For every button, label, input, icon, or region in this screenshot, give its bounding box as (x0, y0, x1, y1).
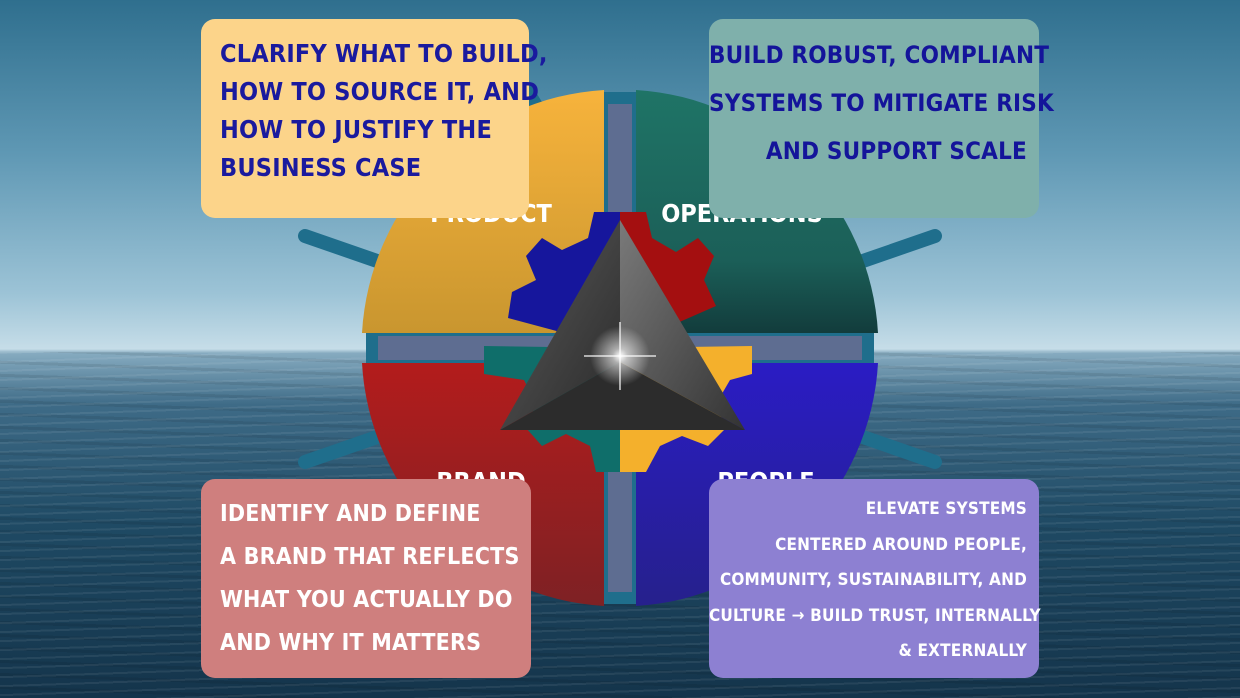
card-line: & EXTERNALLY (898, 641, 1027, 661)
card-line: SYSTEMS TO MITIGATE RISK (709, 89, 1054, 117)
card-line: BUILD ROBUST, COMPLIANT (709, 41, 1050, 69)
card-line: HOW TO JUSTIFY THE (220, 115, 493, 144)
card-line: BUSINESS CASE (220, 153, 422, 182)
card-line: ELEVATE SYSTEMS (865, 499, 1027, 519)
card-line: HOW TO SOURCE IT, AND (220, 77, 540, 106)
card-line: CULTURE → BUILD TRUST, INTERNALLY (709, 605, 1041, 626)
card-people: ELEVATE SYSTEMS CENTERED AROUND PEOPLE, … (709, 479, 1041, 678)
card-brand: IDENTIFY AND DEFINE A BRAND THAT REFLECT… (201, 479, 531, 678)
card-operations: BUILD ROBUST, COMPLIANT SYSTEMS TO MITIG… (709, 19, 1054, 218)
card-product: CLARIFY WHAT TO BUILD, HOW TO SOURCE IT,… (201, 19, 548, 218)
pyramid-icon (500, 220, 745, 430)
card-line: A BRAND THAT REFLECTS (220, 544, 520, 570)
card-line: IDENTIFY AND DEFINE (220, 501, 481, 527)
card-line: AND SUPPORT SCALE (765, 137, 1027, 165)
card-line: CLARIFY WHAT TO BUILD, (220, 39, 548, 68)
card-line: COMMUNITY, SUSTAINABILITY, AND (719, 570, 1027, 590)
card-line: WHAT YOU ACTUALLY DO (220, 587, 513, 613)
card-line: CENTERED AROUND PEOPLE, (775, 534, 1027, 555)
card-line: AND WHY IT MATTERS (220, 630, 482, 656)
